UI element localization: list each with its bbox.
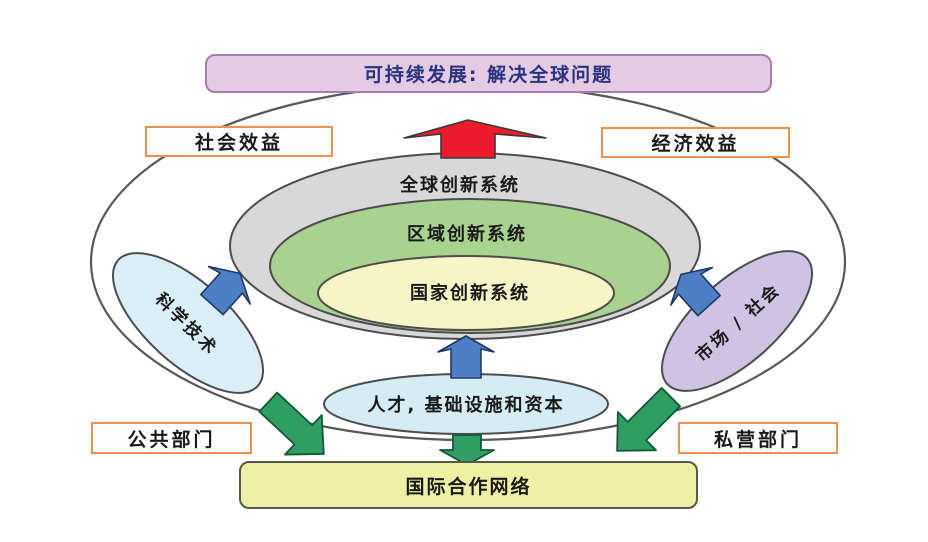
national-innovation-ellipse bbox=[317, 255, 615, 331]
blue-arrow-up-center bbox=[437, 335, 495, 379]
regional-innovation-label: 区域创新系统 bbox=[407, 224, 527, 245]
green-arrow-right bbox=[616, 387, 681, 452]
blue-arrow-right bbox=[670, 266, 721, 317]
sustainable-development-label: 可持续发展: 解决全球问题 bbox=[363, 64, 614, 86]
blue-arrow-left bbox=[200, 265, 251, 316]
social-benefit-label: 社会效益 bbox=[194, 132, 283, 154]
talent-infrastructure-label: 人才, 基础设施和资本 bbox=[367, 395, 565, 416]
economic-benefit-label: 经济效益 bbox=[651, 133, 740, 155]
economic-benefit-label-box: 经济效益 bbox=[601, 127, 790, 158]
private-sector-label: 私营部门 bbox=[713, 428, 802, 451]
global-innovation-label: 全球创新系统 bbox=[400, 175, 520, 196]
red-up-arrow bbox=[403, 119, 547, 159]
green-arrow-down-center bbox=[439, 434, 495, 466]
social-benefit-label-box: 社会效益 bbox=[145, 126, 333, 157]
green-arrow-left bbox=[258, 391, 325, 456]
international-network-label: 国际合作网络 bbox=[405, 475, 532, 498]
public-sector-label: 公共部门 bbox=[127, 428, 216, 451]
international-network-banner: 国际合作网络 bbox=[239, 461, 698, 509]
national-innovation-label: 国家创新系统 bbox=[410, 283, 530, 304]
public-sector-label-box: 公共部门 bbox=[91, 422, 252, 454]
sustainable-development-banner: 可持续发展: 解决全球问题 bbox=[205, 54, 772, 93]
private-sector-label-box: 私营部门 bbox=[678, 422, 838, 454]
